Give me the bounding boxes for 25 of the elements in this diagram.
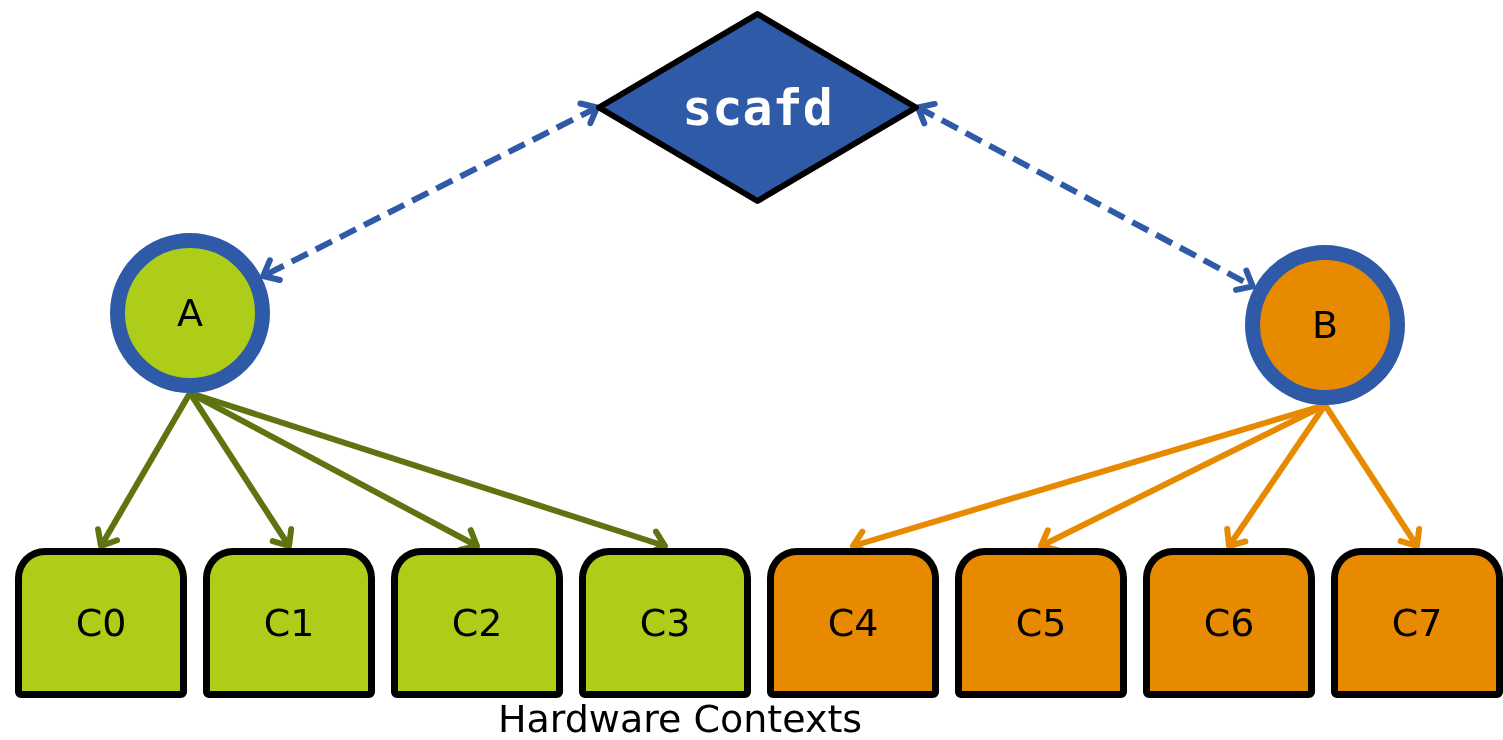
caption-label: Hardware Contexts [496, 697, 864, 740]
process-label: B [1311, 303, 1339, 347]
context-box [1143, 548, 1315, 698]
context-box [955, 548, 1127, 698]
context-label: C0 [75, 601, 127, 645]
context-label: C2 [451, 601, 503, 645]
arrow [95, 391, 193, 549]
decision-diamond [595, 10, 920, 205]
arrow [915, 100, 1256, 293]
context-label: C3 [639, 601, 691, 645]
arrow [260, 100, 600, 283]
context-label: C6 [1203, 601, 1255, 645]
process-label: A [177, 291, 203, 335]
context-box [203, 548, 375, 698]
process-name: scafd [682, 78, 833, 137]
context-box [579, 548, 751, 698]
context-label: C5 [1015, 601, 1067, 645]
context-label: C1 [263, 601, 315, 645]
context-label: C7 [1391, 601, 1443, 645]
context-label: C4 [827, 601, 879, 645]
context-box [15, 548, 187, 698]
context-box [391, 548, 563, 698]
context-box [767, 548, 939, 698]
context-box [1331, 548, 1503, 698]
arrow [1322, 403, 1423, 549]
